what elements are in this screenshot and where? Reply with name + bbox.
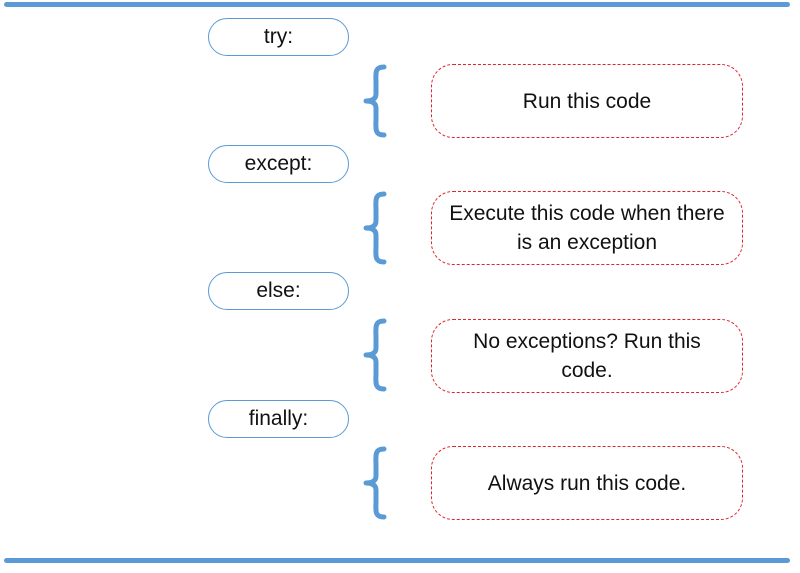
keyword-label: try: [263,25,294,48]
code-block-else: No exceptions? Run this code. [431,319,743,393]
keyword-label: else: [256,279,301,302]
keyword-else: else: [208,272,349,310]
keyword-except: except: [208,145,349,183]
code-block-except: Execute this code when there is an excep… [431,191,743,265]
bottom-rule [4,558,790,563]
keyword-finally: finally: [208,400,349,438]
code-block-text: Run this code [522,89,652,113]
keyword-try: try: [208,18,349,56]
top-rule [4,2,790,7]
code-block-text: Always run this code. [487,471,687,495]
code-block-try: Run this code [431,64,743,138]
code-block-text: Execute this code when there is an excep… [449,202,725,254]
keyword-label: finally: [248,407,309,430]
code-block-text: No exceptions? Run this code. [473,330,701,382]
brace-icon [363,191,387,265]
brace-icon [363,446,387,520]
brace-icon [363,318,387,392]
code-block-finally: Always run this code. [431,446,743,520]
brace-icon [363,64,387,138]
keyword-label: except: [244,152,313,175]
